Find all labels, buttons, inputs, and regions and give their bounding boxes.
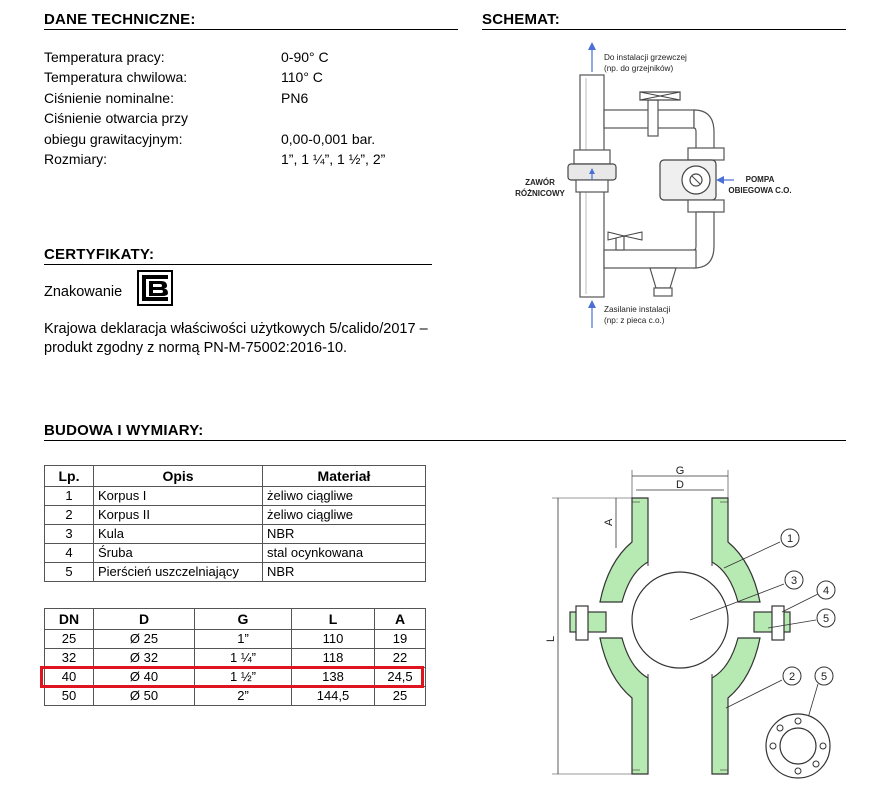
table-cell: 1” (194, 629, 292, 649)
spec-label: Temperatura pracy: (44, 49, 165, 65)
table-cell: 25 (44, 629, 94, 649)
table-cell: Ø 32 (93, 648, 195, 668)
table-cell: Korpus II (93, 505, 263, 525)
spec-label: Temperatura chwilowa: (44, 69, 188, 86)
schema-valve-label-1: ZAWÓR (525, 178, 555, 187)
dim-label-l: L (545, 636, 557, 642)
col-header: DN (44, 608, 94, 630)
installation-schematic: Do instalacji grzewczej (np. do grzejnik… (515, 42, 792, 328)
spec-row: obiegu grawitacyjnym: 0,00-0,001 bar. (44, 129, 464, 149)
table-cell: Korpus I (93, 486, 263, 506)
schema-valve-label-2: RÓŻNICOWY (515, 189, 565, 198)
spec-list: Temperatura pracy: 0-90° C Temperatura ch… (44, 47, 464, 169)
section-title-schema: SCHEMAT: (482, 11, 846, 30)
col-header: L (291, 608, 375, 630)
spec-row: Rozmiary: 1”, 1 ¼”, 1 ½”, 2” (44, 149, 464, 169)
col-header: A (374, 608, 426, 630)
callout-4: 4 (823, 585, 829, 597)
col-header: Materiał (262, 465, 426, 487)
dim-label-d: D (676, 479, 684, 491)
table-cell: 144,5 (291, 686, 375, 706)
table-cell: żeliwo ciągliwe (262, 486, 426, 506)
spec-row: Ciśnienie otwarcia przy (44, 108, 464, 128)
schema-bottom-label-1: Zasilanie instalacji (604, 305, 671, 314)
dims-table-header: DN D G L A (44, 608, 426, 630)
cert-declaration: Krajowa deklaracja właściwości użytkowyc… (44, 320, 474, 358)
spec-row: Ciśnienie nominalne: PN6 (44, 88, 464, 108)
table-cell: 32 (44, 648, 94, 668)
cert-declaration-line-1: Krajowa deklaracja właściwości użytkowyc… (44, 321, 428, 337)
table-cell: 118 (291, 648, 375, 668)
schema-pump-label-1: POMPA (746, 175, 775, 184)
callout-5: 5 (823, 613, 829, 625)
spec-row: Temperatura pracy: 0-90° C (44, 47, 464, 67)
table-cell: 138 (291, 667, 375, 687)
spec-label: Ciśnienie otwarcia przy (44, 110, 188, 127)
col-header: D (93, 608, 195, 630)
table-cell: 1 (44, 486, 94, 506)
table-cell: 4 (44, 543, 94, 563)
b-certification-mark-icon (137, 270, 173, 306)
spec-value: PN6 (281, 89, 309, 106)
highlight-frame (40, 666, 424, 688)
callout-1: 1 (787, 533, 793, 545)
table-cell: 110 (291, 629, 375, 649)
spec-value: 1”, 1 ¼”, 1 ½”, 2” (281, 150, 386, 167)
table-cell: 19 (374, 629, 426, 649)
callout-5-detail: 5 (821, 671, 827, 683)
col-header: G (194, 608, 292, 630)
section-title-cert: CERTYFIKATY: (44, 246, 432, 265)
spec-value: 110° C (281, 69, 323, 86)
table-cell: Pierścień uszczelniający (93, 562, 263, 582)
spec-label: Ciśnienie nominalne: (44, 89, 174, 106)
parts-table-header: Lp. Opis Materiał (44, 465, 426, 487)
schema-top-label-2: (np. do grzejników) (604, 64, 673, 73)
table-cell: 3 (44, 524, 94, 544)
dim-label-g: G (676, 465, 685, 477)
table-cell: 1 ¼” (194, 648, 292, 668)
table-cell: 5 (44, 562, 94, 582)
table-cell: Ø 25 (93, 629, 195, 649)
callout-2: 2 (789, 671, 795, 683)
spec-value: 0-90° C (281, 49, 329, 65)
table-cell: NBR (262, 562, 426, 582)
spec-label: Rozmiary: (44, 150, 108, 167)
schema-pump-label-2: OBIEGOWA C.O. (728, 186, 791, 195)
dim-label-a: A (603, 518, 615, 526)
col-header: Lp. (44, 465, 94, 487)
section-title-tech: DANE TECHNICZNE: (44, 11, 458, 30)
callout-3: 3 (791, 575, 797, 587)
table-cell: Śruba (93, 543, 263, 563)
table-cell: Kula (93, 524, 263, 544)
table-cell: 25 (374, 686, 426, 706)
table-cell: żeliwo ciągliwe (262, 505, 426, 525)
valve-cross-section-drawing: G D A L 1 3 4 5 2 5 (545, 465, 836, 779)
spec-value: 0,00-0,001 bar. (281, 130, 376, 147)
table-cell: 50 (44, 686, 94, 706)
cert-declaration-line-2: produkt zgodny z normą PN-M-75002:2016-1… (44, 340, 348, 356)
schema-top-label-1: Do instalacji grzewczej (604, 53, 687, 62)
table-cell: NBR (262, 524, 426, 544)
table-cell: stal ocynkowana (262, 543, 426, 563)
schema-bottom-label-2: (np: z pieca c.o.) (604, 316, 665, 325)
spec-label: obiegu grawitacyjnym: (44, 130, 183, 147)
table-cell: 22 (374, 648, 426, 668)
table-cell: Ø 50 (93, 686, 195, 706)
spec-row: Temperatura chwilowa: 110° C (44, 67, 464, 87)
section-title-build: BUDOWA I WYMIARY: (44, 422, 846, 441)
table-cell: 2” (194, 686, 292, 706)
col-header: Opis (93, 465, 263, 487)
table-cell: 2 (44, 505, 94, 525)
cert-marking-label: Znakowanie (44, 284, 123, 300)
